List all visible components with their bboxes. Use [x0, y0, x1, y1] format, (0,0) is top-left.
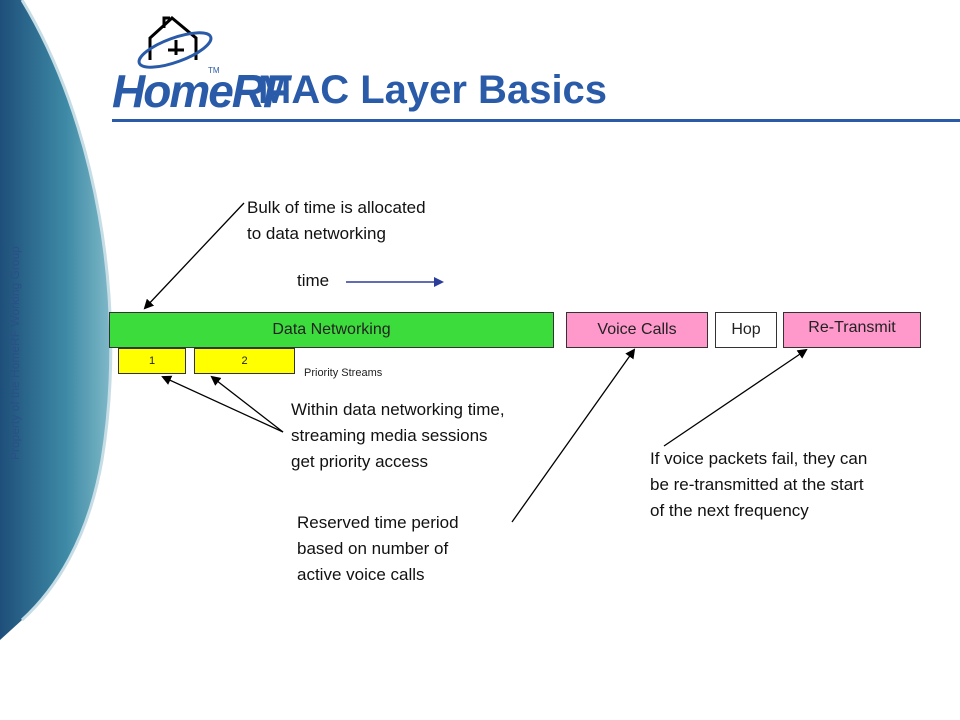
bulk-note-line-1: Bulk of time is allocated — [247, 198, 426, 217]
voice-calls-label: Voice Calls — [597, 321, 677, 338]
within-note-line-1: Within data networking time, — [291, 400, 505, 419]
within-arrow-1 — [161, 375, 284, 433]
fail-note: If voice packets fail, they can be re-tr… — [650, 446, 867, 524]
voice-calls-segment: Voice Calls — [566, 312, 708, 348]
logo-trademark: TM — [208, 66, 220, 75]
logo-house-icon — [148, 16, 198, 60]
data-networking-label: Data Networking — [272, 321, 391, 338]
hop-label: Hop — [731, 321, 761, 338]
data-networking-segment: Data Networking — [109, 312, 554, 348]
fail-note-line-3: of the next frequency — [650, 501, 809, 520]
retransmit-arrow — [663, 348, 808, 447]
side-swoosh-edge — [20, 0, 113, 622]
reserved-note-line-3: active voice calls — [297, 565, 425, 584]
fail-note-line-1: If voice packets fail, they can — [650, 449, 868, 468]
bulk-note-line-2: to data networking — [247, 224, 386, 243]
priority-stream-1-label: 1 — [148, 355, 156, 367]
priority-stream-1: 1 — [118, 348, 186, 374]
within-note-line-2: streaming media sessions — [291, 426, 488, 445]
priority-stream-2: 2 — [194, 348, 295, 374]
hop-segment: Hop — [715, 312, 777, 348]
title-underline — [112, 119, 960, 122]
page-title: MAC Layer Basics — [258, 68, 608, 112]
reserved-note-line-2: based on number of — [297, 539, 449, 558]
within-note: Within data networking time, streaming m… — [291, 397, 505, 475]
within-arrow-2 — [210, 375, 284, 433]
reserved-note: Reserved time period based on number of … — [297, 510, 459, 588]
bulk-arrow — [143, 202, 245, 310]
retransmit-label: Re-Transmit — [808, 319, 896, 336]
voice-arrow — [511, 348, 636, 523]
side-swoosh — [0, 0, 111, 640]
time-label: time — [297, 271, 330, 290]
side-caption: Property of the HomeRF Working Group — [8, 246, 22, 460]
priority-streams-label: Priority Streams — [304, 367, 383, 379]
priority-stream-2-label: 2 — [241, 355, 248, 367]
retransmit-segment: Re-Transmit — [783, 312, 921, 348]
reserved-note-line-1: Reserved time period — [297, 513, 459, 532]
homerf-logo-text: HomeRF — [112, 65, 291, 117]
logo-orbit-icon — [137, 31, 213, 69]
bulk-note: Bulk of time is allocated to data networ… — [247, 195, 426, 247]
within-note-line-3: get priority access — [291, 452, 428, 471]
fail-note-line-2: be re-transmitted at the start — [650, 475, 864, 494]
